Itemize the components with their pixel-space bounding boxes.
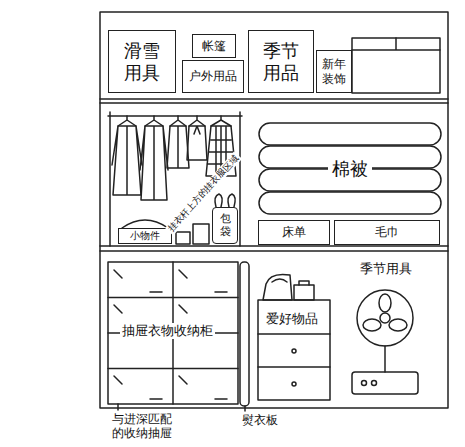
- box-label: 滑雪用具: [124, 40, 161, 83]
- box-label: 毛巾: [375, 225, 399, 239]
- cabinet-label: 抽屉衣物收纳柜: [120, 323, 215, 339]
- storage-box: 毛巾: [334, 220, 440, 245]
- box-label: 新年装饰: [322, 57, 347, 86]
- box-label: 帐篷: [202, 39, 226, 53]
- electric-fan: [352, 290, 418, 394]
- storage-box: 帐篷: [192, 34, 236, 58]
- item-label: 季节用具: [358, 261, 414, 277]
- plain-box: [352, 38, 440, 93]
- box-label: 小物件: [130, 230, 160, 242]
- closet-frame: [100, 12, 448, 408]
- hanging-rack: [108, 112, 242, 246]
- part-label: 熨衣板: [240, 413, 280, 427]
- drawer-cabinet: [108, 262, 238, 404]
- shelf-boards: [100, 99, 448, 251]
- quilt-band: [259, 123, 441, 145]
- iron-and-box: [263, 274, 314, 300]
- storage-box: 新年装饰: [316, 50, 352, 93]
- storage-box: 床单: [258, 220, 330, 245]
- hanging-clothes: [112, 116, 236, 200]
- quilt-band: [259, 192, 441, 214]
- part-label: 与进深匹配的收纳抽屉: [110, 412, 174, 441]
- box-label: 季节用品: [263, 40, 300, 83]
- storage-box: 户外用品: [182, 60, 244, 93]
- cabinet-label: 爱好物品: [264, 311, 320, 327]
- hobby-cabinet: [258, 300, 330, 400]
- storage-box: 季节用品: [248, 30, 314, 93]
- box-label: 床单: [282, 225, 306, 239]
- bag: 包袋: [212, 207, 238, 244]
- basket: 小物件: [118, 228, 172, 244]
- box-label: 棉被: [328, 158, 372, 180]
- leader-lines: [118, 404, 245, 411]
- box-label: 户外用品: [189, 69, 237, 83]
- box-label: 包袋: [220, 213, 231, 237]
- storage-box: 滑雪用具: [108, 30, 176, 93]
- quilt-stack: 棉被: [258, 122, 442, 216]
- ironing-board: [240, 262, 249, 406]
